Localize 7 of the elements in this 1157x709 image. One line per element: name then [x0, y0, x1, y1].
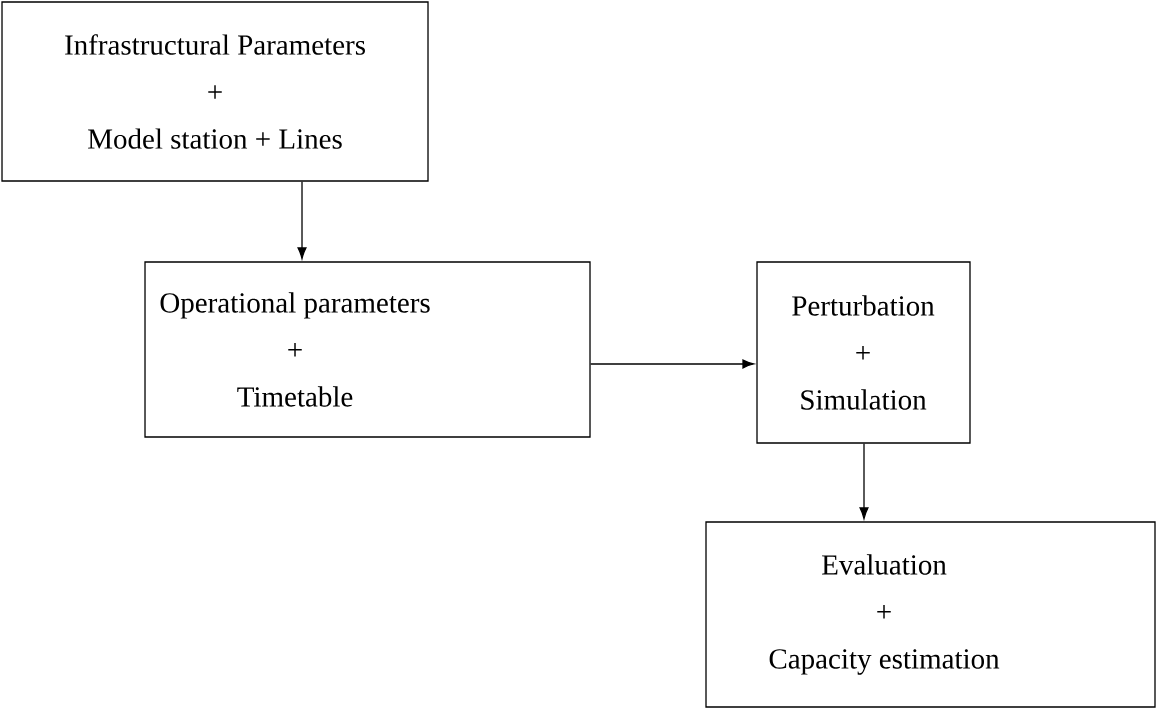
process-box: Operational parameters + Timetable	[144, 261, 591, 438]
process-box: Evaluation + Capacity estimation	[705, 521, 1156, 708]
arrow	[297, 181, 307, 260]
process-box: Perturbation + Simulation	[756, 261, 971, 444]
process-box: Infrastructural Parameters + Model station + Lines	[1, 1, 429, 182]
arrow	[859, 443, 869, 520]
arrow	[590, 359, 755, 369]
